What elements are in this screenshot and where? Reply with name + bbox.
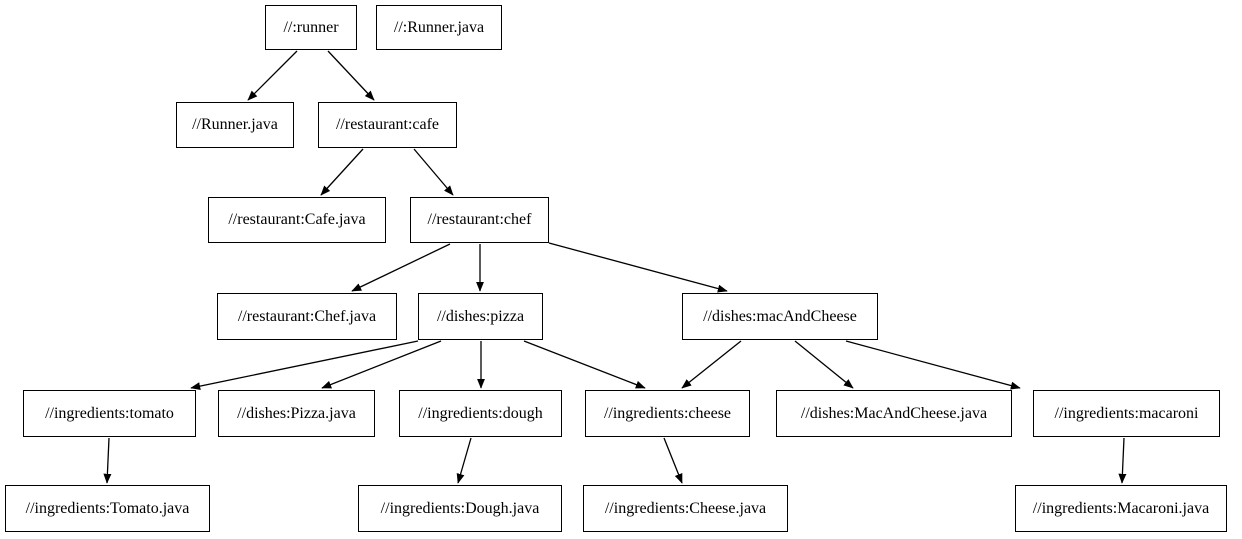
graph-node-runner[interactable]: //:runner — [265, 5, 357, 50]
graph-node-root_runner_java[interactable]: //:Runner.java — [376, 5, 502, 50]
graph-node-runner_java[interactable]: //Runner.java — [176, 102, 294, 148]
graph-node-dishes_macandcheese_java[interactable]: //dishes:MacAndCheese.java — [776, 390, 1012, 437]
graph-node-ingredients_cheese[interactable]: //ingredients:cheese — [585, 390, 750, 437]
graph-node-dishes_pizza[interactable]: //dishes:pizza — [418, 293, 543, 340]
graph-node-ingredients_tomato_java[interactable]: //ingredients:Tomato.java — [5, 485, 210, 532]
graph-node-label: //ingredients:tomato — [45, 404, 174, 422]
graph-node-ingredients_macaroni[interactable]: //ingredients:macaroni — [1033, 390, 1220, 437]
graph-node-restaurant_chef[interactable]: //restaurant:chef — [410, 197, 549, 243]
graph-node-label: //Runner.java — [192, 116, 278, 133]
graph-node-label: //ingredients:dough — [418, 404, 543, 422]
graph-node-restaurant_chef_java[interactable]: //restaurant:Chef.java — [217, 293, 397, 340]
graph-node-label: //ingredients:Dough.java — [380, 499, 540, 517]
graph-node-label: //dishes:Pizza.java — [237, 404, 356, 422]
graph-node-restaurant_cafe[interactable]: //restaurant:cafe — [318, 102, 457, 148]
graph-node-ingredients_macaroni_java[interactable]: //ingredients:Macaroni.java — [1015, 485, 1227, 532]
graph-node-label: //restaurant:Cafe.java — [228, 211, 366, 228]
graph-node-label: //:Runner.java — [393, 18, 485, 36]
graph-node-ingredients_tomato[interactable]: //ingredients:tomato — [23, 390, 196, 437]
graph-node-label: //ingredients:Cheese.java — [604, 499, 767, 517]
graph-node-label: //ingredients:Macaroni.java — [1032, 499, 1210, 517]
graph-node-label: //ingredients:cheese — [603, 404, 732, 422]
graph-node-dishes_pizza_java[interactable]: //dishes:Pizza.java — [218, 390, 375, 437]
graph-node-label: //:runner — [283, 18, 339, 36]
graph-node-ingredients_dough[interactable]: //ingredients:dough — [399, 390, 562, 437]
graph-node-restaurant_cafe_java[interactable]: //restaurant:Cafe.java — [208, 197, 386, 243]
graph-node-label: //dishes:macAndCheese — [703, 307, 857, 325]
graph-node-label: //ingredients:macaroni — [1054, 404, 1199, 422]
graph-node-label: //dishes:pizza — [436, 307, 525, 325]
graph-node-label: //restaurant:chef — [427, 211, 532, 228]
graph-node-label: //restaurant:cafe — [335, 116, 440, 133]
graph-node-ingredients_cheese_java[interactable]: //ingredients:Cheese.java — [583, 485, 788, 532]
graph-node-dishes_macandcheese[interactable]: //dishes:macAndCheese — [682, 293, 878, 340]
graph-node-ingredients_dough_java[interactable]: //ingredients:Dough.java — [358, 485, 562, 532]
graph-node-label: //dishes:MacAndCheese.java — [800, 404, 988, 422]
graph-node-label: //restaurant:Chef.java — [237, 307, 377, 325]
graph-node-label: //ingredients:Tomato.java — [25, 499, 190, 517]
